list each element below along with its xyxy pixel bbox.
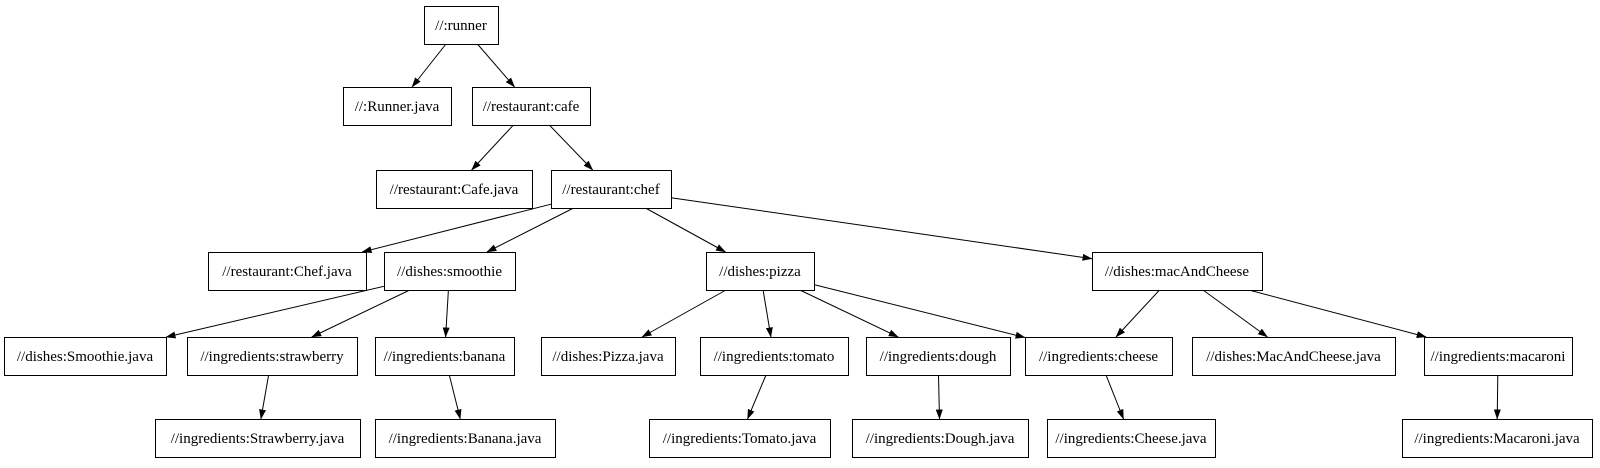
edge-macaroni-to-macaroni-java [1493, 374, 1501, 420]
node-chef: //restaurant:chef [551, 170, 672, 209]
node-label: //dishes:MacAndCheese.java [1206, 349, 1381, 365]
node-box [1047, 419, 1216, 458]
node-smoothie: //dishes:smoothie [384, 252, 516, 291]
edge-mac-and-cheese-to-cheese [1115, 289, 1160, 338]
node-box [700, 337, 849, 376]
edge-chef-to-smoothie [486, 207, 574, 253]
node-box [424, 6, 499, 45]
node-label: //ingredients:Banana.java [389, 431, 542, 447]
edge-chef-to-pizza [645, 207, 726, 253]
node-label: //ingredients:Tomato.java [663, 431, 817, 447]
edge-strawberry-to-strawberry-java [259, 374, 270, 420]
node-label: //restaurant:Chef.java [222, 264, 352, 280]
node-mac-and-cheese-java: //dishes:MacAndCheese.java [1192, 337, 1396, 376]
edge-tomato-to-tomato-java [747, 374, 767, 420]
node-cheese-java: //ingredients:Cheese.java [1047, 419, 1216, 458]
edge-smoothie-to-smoothie-java [165, 285, 385, 339]
node-label: //dishes:pizza [719, 264, 801, 280]
node-label: //dishes:macAndCheese [1105, 264, 1249, 280]
node-label: //ingredients:macaroni [1431, 349, 1566, 365]
node-label: //restaurant:Cafe.java [390, 182, 519, 198]
edge-pizza-to-tomato [762, 289, 773, 338]
node-box [541, 337, 676, 376]
node-box [472, 87, 591, 126]
node-box [343, 87, 452, 126]
node-runner-java: //:Runner.java [343, 87, 452, 126]
node-label: //dishes:smoothie [397, 264, 502, 280]
node-box [187, 337, 358, 376]
edge-banana-to-banana-java [448, 374, 462, 420]
node-box [1092, 252, 1263, 291]
node-macaroni-java: //ingredients:Macaroni.java [1402, 419, 1593, 458]
edge-smoothie-to-banana [442, 289, 450, 338]
node-runner: //:runner [424, 6, 499, 45]
node-box [208, 252, 367, 291]
edge-cheese-to-cheese-java [1105, 374, 1124, 420]
node-dough: //ingredients:dough [866, 337, 1011, 376]
node-label: //ingredients:Macaroni.java [1414, 431, 1580, 447]
node-pizza-java: //dishes:Pizza.java [541, 337, 676, 376]
node-box [1025, 337, 1173, 376]
edge-chef-to-chef-java [361, 203, 552, 254]
edge-mac-and-cheese-to-mac-and-cheese-java [1202, 289, 1268, 338]
edge-runner-to-runner-java [411, 43, 447, 88]
node-box [376, 170, 533, 209]
node-smoothie-java: //dishes:Smoothie.java [4, 337, 167, 376]
node-dough-java: //ingredients:Dough.java [852, 419, 1029, 458]
edges-layer [165, 43, 1501, 420]
edge-cafe-to-cafe-java [471, 124, 514, 171]
node-label: //ingredients:Strawberry.java [171, 431, 345, 447]
node-box [1402, 419, 1593, 458]
node-label: //ingredients:tomato [714, 349, 835, 365]
node-label: //restaurant:chef [562, 182, 659, 198]
node-box [1424, 337, 1573, 376]
edge-smoothie-to-strawberry [311, 289, 411, 338]
node-box [852, 419, 1029, 458]
node-macaroni: //ingredients:macaroni [1424, 337, 1573, 376]
edge-chef-to-mac-and-cheese [670, 197, 1093, 261]
edge-pizza-to-dough [799, 289, 899, 338]
node-cafe-java: //restaurant:Cafe.java [376, 170, 533, 209]
node-label: //ingredients:cheese [1039, 349, 1158, 365]
edge-runner-to-cafe [477, 43, 515, 88]
node-label: //ingredients:banana [384, 349, 506, 365]
edge-mac-and-cheese-to-macaroni [1248, 289, 1427, 338]
node-tomato-java: //ingredients:Tomato.java [649, 419, 831, 458]
node-cheese: //ingredients:cheese [1025, 337, 1173, 376]
node-mac-and-cheese: //dishes:macAndCheese [1092, 252, 1263, 291]
node-box [4, 337, 167, 376]
node-box [375, 419, 556, 458]
node-box [1192, 337, 1396, 376]
node-box [155, 419, 361, 458]
node-label: //restaurant:cafe [483, 99, 580, 115]
node-label: //ingredients:Dough.java [866, 431, 1015, 447]
node-box [706, 252, 815, 291]
node-banana: //ingredients:banana [375, 337, 515, 376]
node-chef-java: //restaurant:Chef.java [208, 252, 367, 291]
edge-cafe-to-chef [548, 124, 594, 171]
node-box [866, 337, 1011, 376]
node-box [375, 337, 515, 376]
node-banana-java: //ingredients:Banana.java [375, 419, 556, 458]
node-box [384, 252, 516, 291]
node-label: //ingredients:Cheese.java [1055, 431, 1207, 447]
nodes-layer: //:runner //:Runner.java //restaurant:cafe… [4, 6, 1593, 458]
edge-dough-to-dough-java [935, 374, 943, 420]
node-box [649, 419, 831, 458]
node-strawberry: //ingredients:strawberry [187, 337, 358, 376]
node-box [551, 170, 672, 209]
node-strawberry-java: //ingredients:Strawberry.java [155, 419, 361, 458]
edge-pizza-to-cheese [813, 284, 1026, 339]
node-cafe: //restaurant:cafe [472, 87, 591, 126]
node-pizza: //dishes:pizza [706, 252, 815, 291]
node-label: //:runner [435, 18, 487, 34]
node-label: //dishes:Smoothie.java [17, 349, 154, 365]
node-label: //ingredients:strawberry [200, 349, 344, 365]
node-label: //dishes:Pizza.java [552, 349, 664, 365]
edge-pizza-to-pizza-java [641, 289, 727, 338]
node-tomato: //ingredients:tomato [700, 337, 849, 376]
node-label: //ingredients:dough [880, 349, 997, 365]
node-label: //:Runner.java [355, 99, 440, 115]
